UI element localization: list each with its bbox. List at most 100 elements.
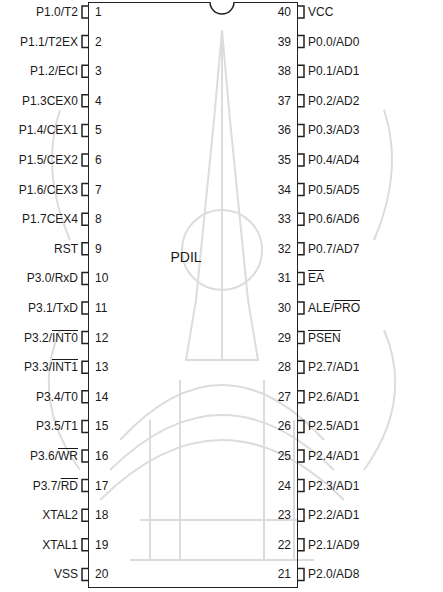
pin-number: 9 [95,242,102,256]
pin-number: 35 [278,153,291,167]
pin-number: 30 [278,301,291,315]
pin-name: P3.0/RxD [27,271,78,285]
pin-name: P1.2/ECI [30,64,78,78]
pin-name: EA [308,271,324,285]
pin-name: ALE/PRO [308,301,360,315]
pin-number: 29 [278,331,291,345]
pin-name: P3.6/WR [30,449,78,463]
pin-name: P0.0/AD0 [308,35,359,49]
pin-name: P3.2/INT0 [24,331,78,345]
pin-name: P0.2/AD2 [308,94,359,108]
pin-number: 18 [95,508,108,522]
pin-number: 4 [95,94,102,108]
pin-name: P3.4/T0 [36,390,78,404]
pin-number: 3 [95,64,102,78]
pin-number: 11 [95,301,107,315]
pin-stub [298,450,304,462]
pin-number: 33 [278,212,291,226]
pin-name: P2.4/AD1 [308,449,359,463]
pin-number: 27 [278,390,291,404]
pin-number: 26 [278,419,291,433]
pin-name: P2.0/AD8 [308,567,359,581]
pin-number: 15 [95,419,108,433]
chip-body: PDIL [88,2,298,588]
pin-stub [298,568,304,580]
pin-stub [298,36,304,48]
pin-number: 7 [95,183,102,197]
pin-number: 24 [278,479,291,493]
pin-stub [298,213,304,225]
pin-name: P3.1/TxD [28,301,78,315]
pin-number: 1 [95,5,102,19]
temple-watermark [49,30,396,560]
pin-name: P0.6/AD6 [308,212,359,226]
pin-number: 36 [278,123,291,137]
pin-name: RST [54,242,78,256]
pin-name: P0.7/AD7 [308,242,359,256]
pin-stub [298,243,304,255]
pin-name: XTAL1 [42,538,78,552]
pin-name: P0.1/AD1 [308,64,359,78]
pin-stub [298,124,304,136]
pin-stub [298,6,304,18]
pin-name: P1.6/CEX3 [19,183,78,197]
pin-number: 32 [278,242,291,256]
pin-number: 34 [278,183,291,197]
pin-name: P2.5/AD1 [308,419,359,433]
pin-name: VCC [308,5,333,19]
pin-stub [298,509,304,521]
pin-name: PSEN [308,331,341,345]
pin-stub [298,95,304,107]
pin-number: 10 [95,271,108,285]
pin-stub [298,154,304,166]
pin-number: 2 [95,35,102,49]
pin-number: 38 [278,64,291,78]
pin-name: P2.1/AD9 [308,538,359,552]
pin-name: P2.3/AD1 [308,479,359,493]
pin-number: 28 [278,360,291,374]
pin-number: 17 [95,479,108,493]
pin-name: XTAL2 [42,508,78,522]
pin-number: 14 [95,390,108,404]
pin-number: 22 [278,538,291,552]
pin-number: 39 [278,35,291,49]
pin-number: 16 [95,449,108,463]
pin-name: P1.7CEX4 [22,212,78,226]
pin-name: P3.3/INT1 [24,360,78,374]
pin-name: P3.7/RD [33,479,78,493]
pin-number: 21 [278,567,291,581]
pin-name: P1.3CEX0 [22,94,78,108]
chip-notch [0,0,443,30]
pin-name: P1.0/T2 [36,5,78,19]
pin-number: 25 [278,449,291,463]
pin-number: 40 [278,5,291,19]
pin-number: 13 [95,360,108,374]
pin-name: P3.5/T1 [36,419,78,433]
pin-stub [298,184,304,196]
pin-number: 31 [278,271,291,285]
pin-number: 12 [95,331,108,345]
pin-stub [298,302,304,314]
pin-name: P1.1/T2EX [20,35,78,49]
pin-name: P0.4/AD4 [308,153,359,167]
pin-name: P1.4/CEX1 [19,123,78,137]
pin-stub [298,361,304,373]
pin-name: P0.3/AD3 [308,123,359,137]
pin-number: 20 [95,567,108,581]
pin-name: P1.5/CEX2 [19,153,78,167]
pin-number: 8 [95,212,102,226]
pin-name: P0.5/AD5 [308,183,359,197]
pin-stub [298,539,304,551]
pin-number: 5 [95,123,102,137]
pin-name: P2.2/AD1 [308,508,359,522]
package-label: PDIL [170,249,201,265]
pin-stub [298,391,304,403]
pin-stub [298,332,304,344]
pin-stub [298,420,304,432]
pin-stub [298,65,304,77]
pin-name: P2.6/AD1 [308,390,359,404]
pin-number: 19 [95,538,108,552]
pin-stub [298,480,304,492]
